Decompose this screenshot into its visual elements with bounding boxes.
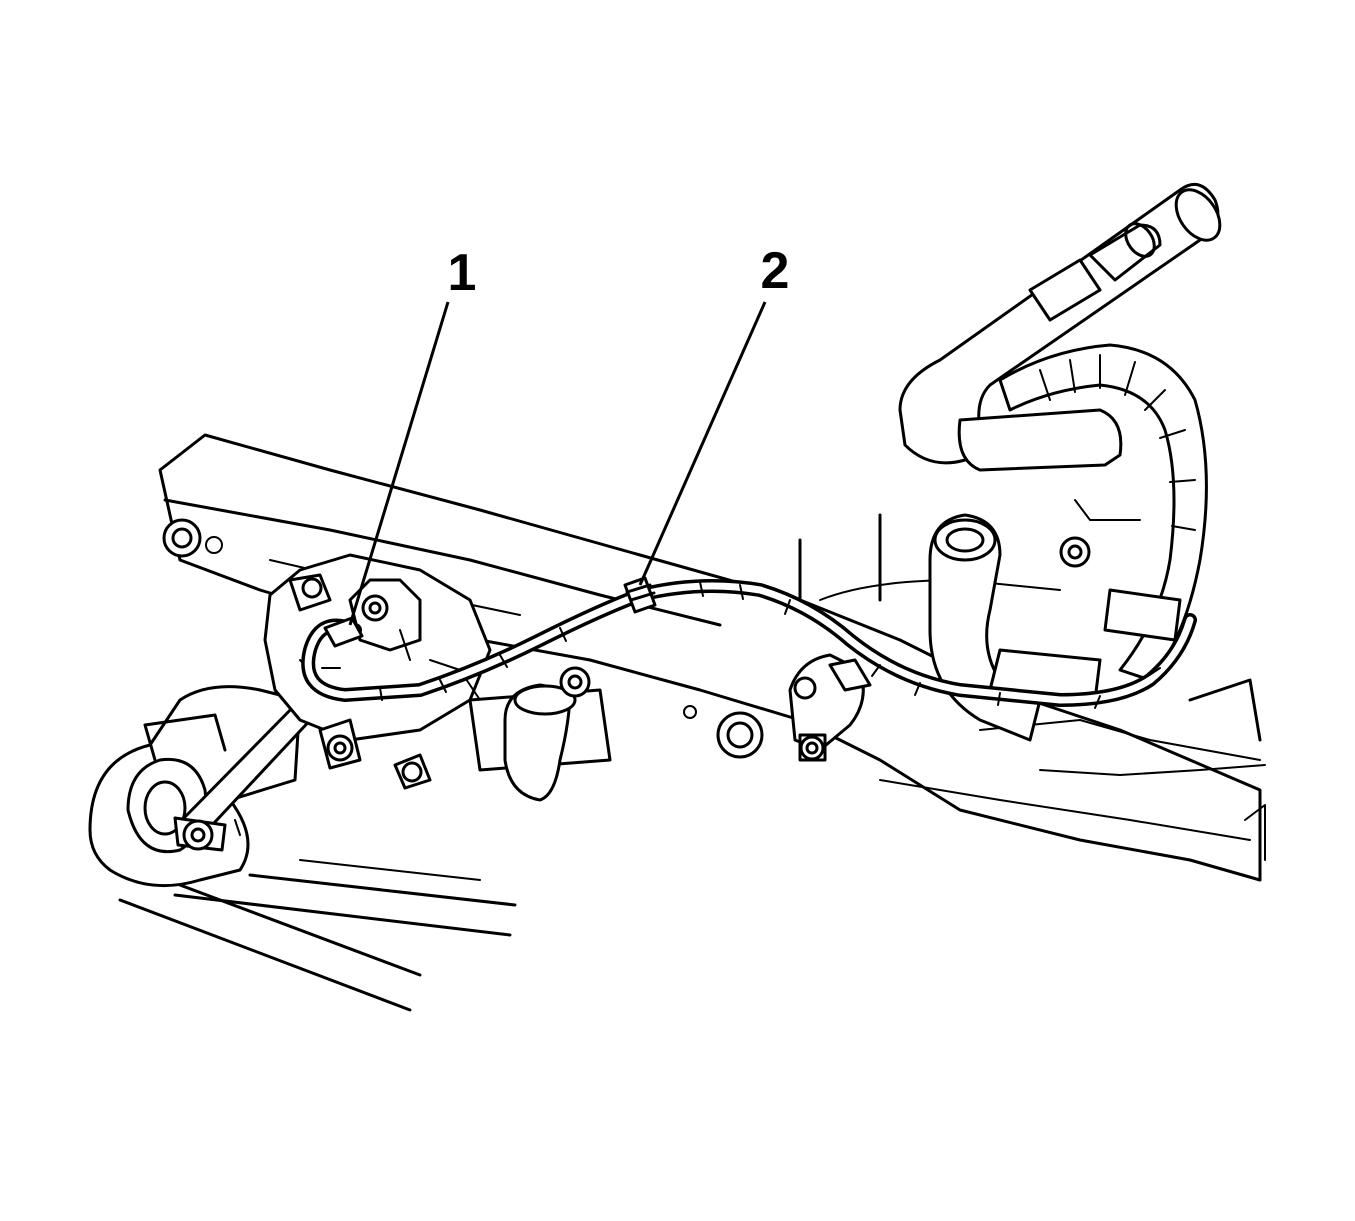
callout-1-label: 1 — [448, 244, 477, 302]
center-mount — [788, 653, 872, 762]
lower-rail — [118, 859, 517, 1012]
callout-2-label: 2 — [761, 242, 790, 300]
fill-pipe-assembly — [898, 182, 1222, 742]
callout-1-leader — [348, 301, 450, 626]
center-tube — [468, 666, 612, 802]
callout-1: 1 — [348, 244, 477, 626]
subframe-crossmember — [158, 433, 1266, 882]
callout-2: 2 — [638, 242, 790, 586]
wiring-harness — [301, 576, 1197, 709]
trailing-arm — [88, 685, 317, 888]
callout-2-leader — [638, 301, 767, 586]
